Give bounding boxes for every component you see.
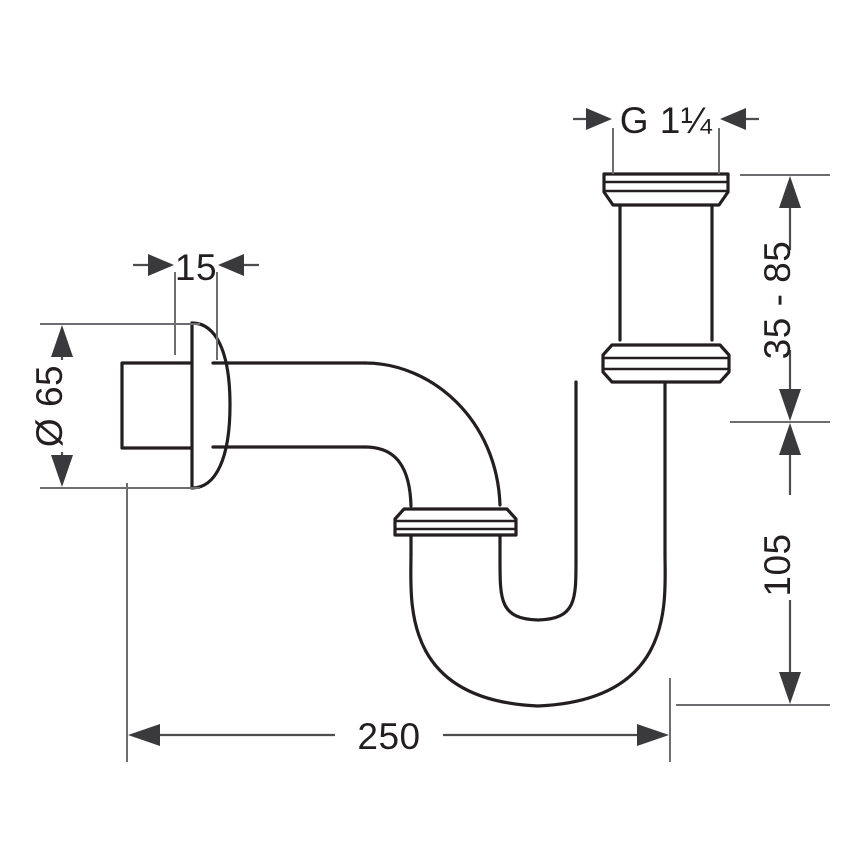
dimension-trap-depth: 105 bbox=[676, 423, 830, 706]
arrow-head bbox=[779, 176, 801, 208]
dimension-label-flange-depth: 15 bbox=[175, 247, 217, 288]
dimension-flange-diameter: Ø 65 bbox=[29, 323, 200, 489]
wall-pipe-stub bbox=[120, 361, 194, 450]
dimension-label-flange-diameter: Ø 65 bbox=[29, 365, 70, 447]
top-thread-fitting bbox=[602, 172, 730, 207]
arrow-head bbox=[637, 724, 669, 746]
dimension-label-adjustable-height: 35 - 85 bbox=[757, 241, 798, 360]
dimension-wall-projection: 250 bbox=[126, 483, 671, 762]
arrow-head bbox=[779, 672, 801, 704]
arrow-head bbox=[148, 254, 174, 276]
middle-coupling-nut bbox=[601, 343, 731, 384]
dimension-label-thread: G 1¼ bbox=[620, 100, 713, 141]
dimension-label-trap-depth: 105 bbox=[757, 533, 798, 596]
elbow-coupling-nut bbox=[393, 507, 518, 537]
dimension-outlet-thread: G 1¼ bbox=[573, 100, 759, 174]
horizontal-inlet-pipe bbox=[211, 361, 367, 449]
dimension-flange-depth: 15 bbox=[133, 247, 259, 360]
u-bend-trap-inner bbox=[498, 558, 578, 622]
wall-escutcheon bbox=[190, 321, 232, 490]
elbow-bend-outer bbox=[363, 361, 502, 507]
part-geometry bbox=[120, 172, 731, 708]
arrow-head bbox=[51, 325, 73, 357]
dimension-adjustable-height: 35 - 85 bbox=[730, 174, 830, 423]
arrow-head bbox=[779, 423, 801, 455]
arrow-head bbox=[779, 389, 801, 421]
elbow-bend-inner bbox=[363, 445, 413, 508]
dimension-label-wall-projection: 250 bbox=[357, 716, 420, 757]
u-bend-trap-outer bbox=[409, 552, 667, 708]
arrow-head bbox=[128, 724, 160, 746]
arrow-head bbox=[586, 108, 612, 130]
arrow-head bbox=[720, 108, 746, 130]
arrow-head bbox=[218, 254, 244, 276]
arrow-head bbox=[51, 455, 73, 487]
